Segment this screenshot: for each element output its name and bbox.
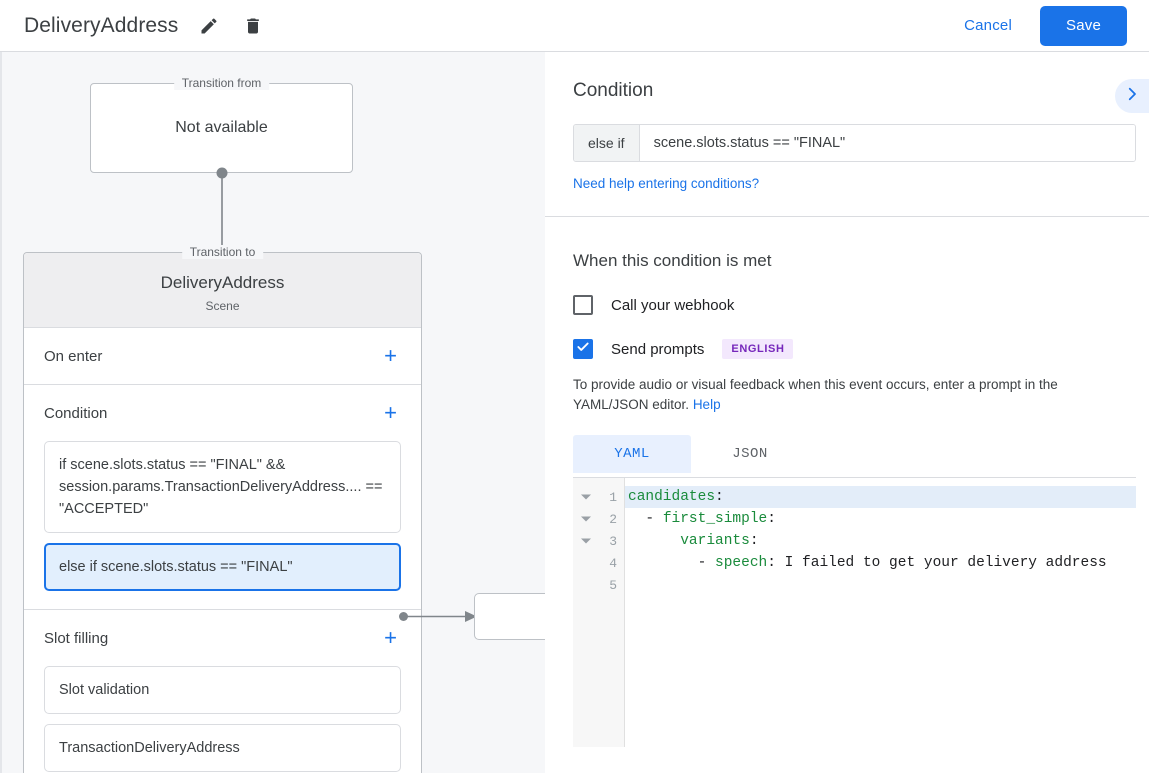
when-condition-met-section: When this condition is met Call your web… xyxy=(545,217,1149,747)
edit-name-button[interactable] xyxy=(196,13,222,39)
condition-item-selected[interactable]: else if scene.slots.status == "FINAL" xyxy=(44,543,401,591)
transition-from-legend: Transition from xyxy=(173,76,270,90)
code-line[interactable] xyxy=(625,574,1136,596)
send-prompts-label: Send prompts xyxy=(611,340,705,358)
scene-header[interactable]: Transition to DeliveryAddress Scene xyxy=(24,245,421,328)
code-key: first_simple xyxy=(662,511,768,527)
save-button[interactable]: Save xyxy=(1040,5,1127,46)
condition-item[interactable]: if scene.slots.status == "FINAL" && sess… xyxy=(44,441,401,533)
send-prompts-row[interactable]: Send prompts ENGLISH xyxy=(573,339,1121,359)
gutter-line[interactable]: 4 xyxy=(573,552,624,574)
condition-output-dot[interactable] xyxy=(399,612,408,621)
cancel-button[interactable]: Cancel xyxy=(954,9,1022,42)
scene-subtitle: Scene xyxy=(205,299,240,313)
pencil-icon xyxy=(199,16,219,36)
language-badge: ENGLISH xyxy=(722,339,794,359)
check-icon xyxy=(576,340,590,359)
code-colon: : xyxy=(715,489,724,505)
webhook-row[interactable]: Call your webhook xyxy=(573,295,1121,315)
code-key: candidates xyxy=(628,489,716,505)
prompts-help-link[interactable]: Help xyxy=(692,397,721,412)
fold-arrow-icon[interactable] xyxy=(581,516,591,522)
code-colon: : xyxy=(767,555,776,571)
code-colon: : xyxy=(749,533,759,549)
slot-item-validation[interactable]: Slot validation xyxy=(44,666,401,714)
tab-yaml[interactable]: YAML xyxy=(573,435,691,473)
transition-to-card: Transition to DeliveryAddress Scene On e… xyxy=(23,245,422,773)
condition-section: Condition else if Need help entering con… xyxy=(545,52,1149,217)
target-node-partial[interactable] xyxy=(474,593,545,640)
code-key: variants xyxy=(680,533,750,549)
tab-json[interactable]: JSON xyxy=(732,446,768,462)
section-title-slot-filling: Slot filling xyxy=(44,629,109,647)
gutter-line[interactable]: 1 xyxy=(573,486,624,508)
code-indent: - xyxy=(628,555,716,571)
chevron-right-icon xyxy=(1123,85,1141,108)
section-header: On enter + xyxy=(44,328,401,384)
gutter-line[interactable]: 3 xyxy=(573,530,624,552)
section-title-on-enter: On enter xyxy=(44,347,103,365)
flow-canvas[interactable]: Transition from Not available Transition… xyxy=(0,52,545,773)
add-on-enter-button[interactable]: + xyxy=(384,343,397,368)
condition-edge-arrow xyxy=(407,611,477,622)
line-number: 3 xyxy=(609,533,617,549)
send-prompts-checkbox[interactable] xyxy=(573,339,593,359)
line-number: 1 xyxy=(609,489,617,505)
condition-input-row: else if xyxy=(573,124,1136,162)
call-webhook-checkbox[interactable] xyxy=(573,295,593,315)
section-on-enter: On enter + xyxy=(24,328,421,385)
code-editor[interactable]: 1 2 3 4 5 candidates: - first_simple: va… xyxy=(573,477,1136,747)
editor-format-tabs: YAML JSON xyxy=(573,435,1121,473)
code-value: I failed to get your delivery address xyxy=(775,555,1107,571)
code-indent xyxy=(628,533,680,549)
details-panel: Condition else if Need help entering con… xyxy=(545,52,1149,773)
condition-prefix-label: else if xyxy=(574,125,640,161)
gutter-line[interactable]: 2 xyxy=(573,508,624,530)
fold-arrow-icon[interactable] xyxy=(581,538,591,544)
expand-panel-button[interactable] xyxy=(1115,79,1149,113)
code-indent: - xyxy=(628,511,663,527)
code-colon: : xyxy=(767,511,776,527)
section-header: Slot filling + xyxy=(44,610,401,666)
app-header: DeliveryAddress Cancel Save xyxy=(0,0,1149,52)
scene-title: DeliveryAddress xyxy=(160,273,285,292)
add-condition-button[interactable]: + xyxy=(384,400,397,425)
fold-arrow-icon[interactable] xyxy=(581,494,591,500)
delete-button[interactable] xyxy=(240,13,266,39)
line-number: 2 xyxy=(609,511,617,527)
when-met-heading: When this condition is met xyxy=(573,251,772,270)
gutter-line[interactable]: 5 xyxy=(573,574,624,596)
line-number: 4 xyxy=(609,555,617,571)
transition-to-legend: Transition to xyxy=(181,245,264,259)
condition-input[interactable] xyxy=(639,125,1135,161)
condition-help-link[interactable]: Need help entering conditions? xyxy=(573,176,760,191)
editor-gutter: 1 2 3 4 5 xyxy=(573,478,625,747)
code-line[interactable]: variants: xyxy=(625,530,1136,552)
code-line[interactable]: - first_simple: xyxy=(625,508,1136,530)
prompts-description-text: To provide audio or visual feedback when… xyxy=(573,377,1058,412)
transition-from-node[interactable]: Transition from Not available xyxy=(90,76,353,173)
page-title: DeliveryAddress xyxy=(24,13,179,37)
editor-code-area[interactable]: candidates: - first_simple: variants: - … xyxy=(625,478,1136,747)
trash-icon xyxy=(243,16,263,36)
transition-from-label: Not available xyxy=(175,119,268,136)
section-condition: Condition + if scene.slots.status == "FI… xyxy=(24,385,421,610)
section-title-condition: Condition xyxy=(44,404,108,422)
line-number: 5 xyxy=(609,577,617,593)
section-header: Condition + xyxy=(44,385,401,441)
panel-divider xyxy=(545,216,1149,217)
code-line[interactable]: candidates: xyxy=(625,486,1136,508)
call-webhook-label: Call your webhook xyxy=(611,296,735,314)
slot-item-transaction[interactable]: TransactionDeliveryAddress xyxy=(44,724,401,772)
add-slot-button[interactable]: + xyxy=(384,625,397,650)
condition-heading: Condition xyxy=(573,80,654,101)
prompts-description: To provide audio or visual feedback when… xyxy=(573,375,1126,415)
code-key: speech xyxy=(715,555,768,571)
section-slot-filling: Slot filling + Slot validation Transacti… xyxy=(24,610,421,772)
code-line[interactable]: - speech: I failed to get your delivery … xyxy=(625,552,1136,574)
